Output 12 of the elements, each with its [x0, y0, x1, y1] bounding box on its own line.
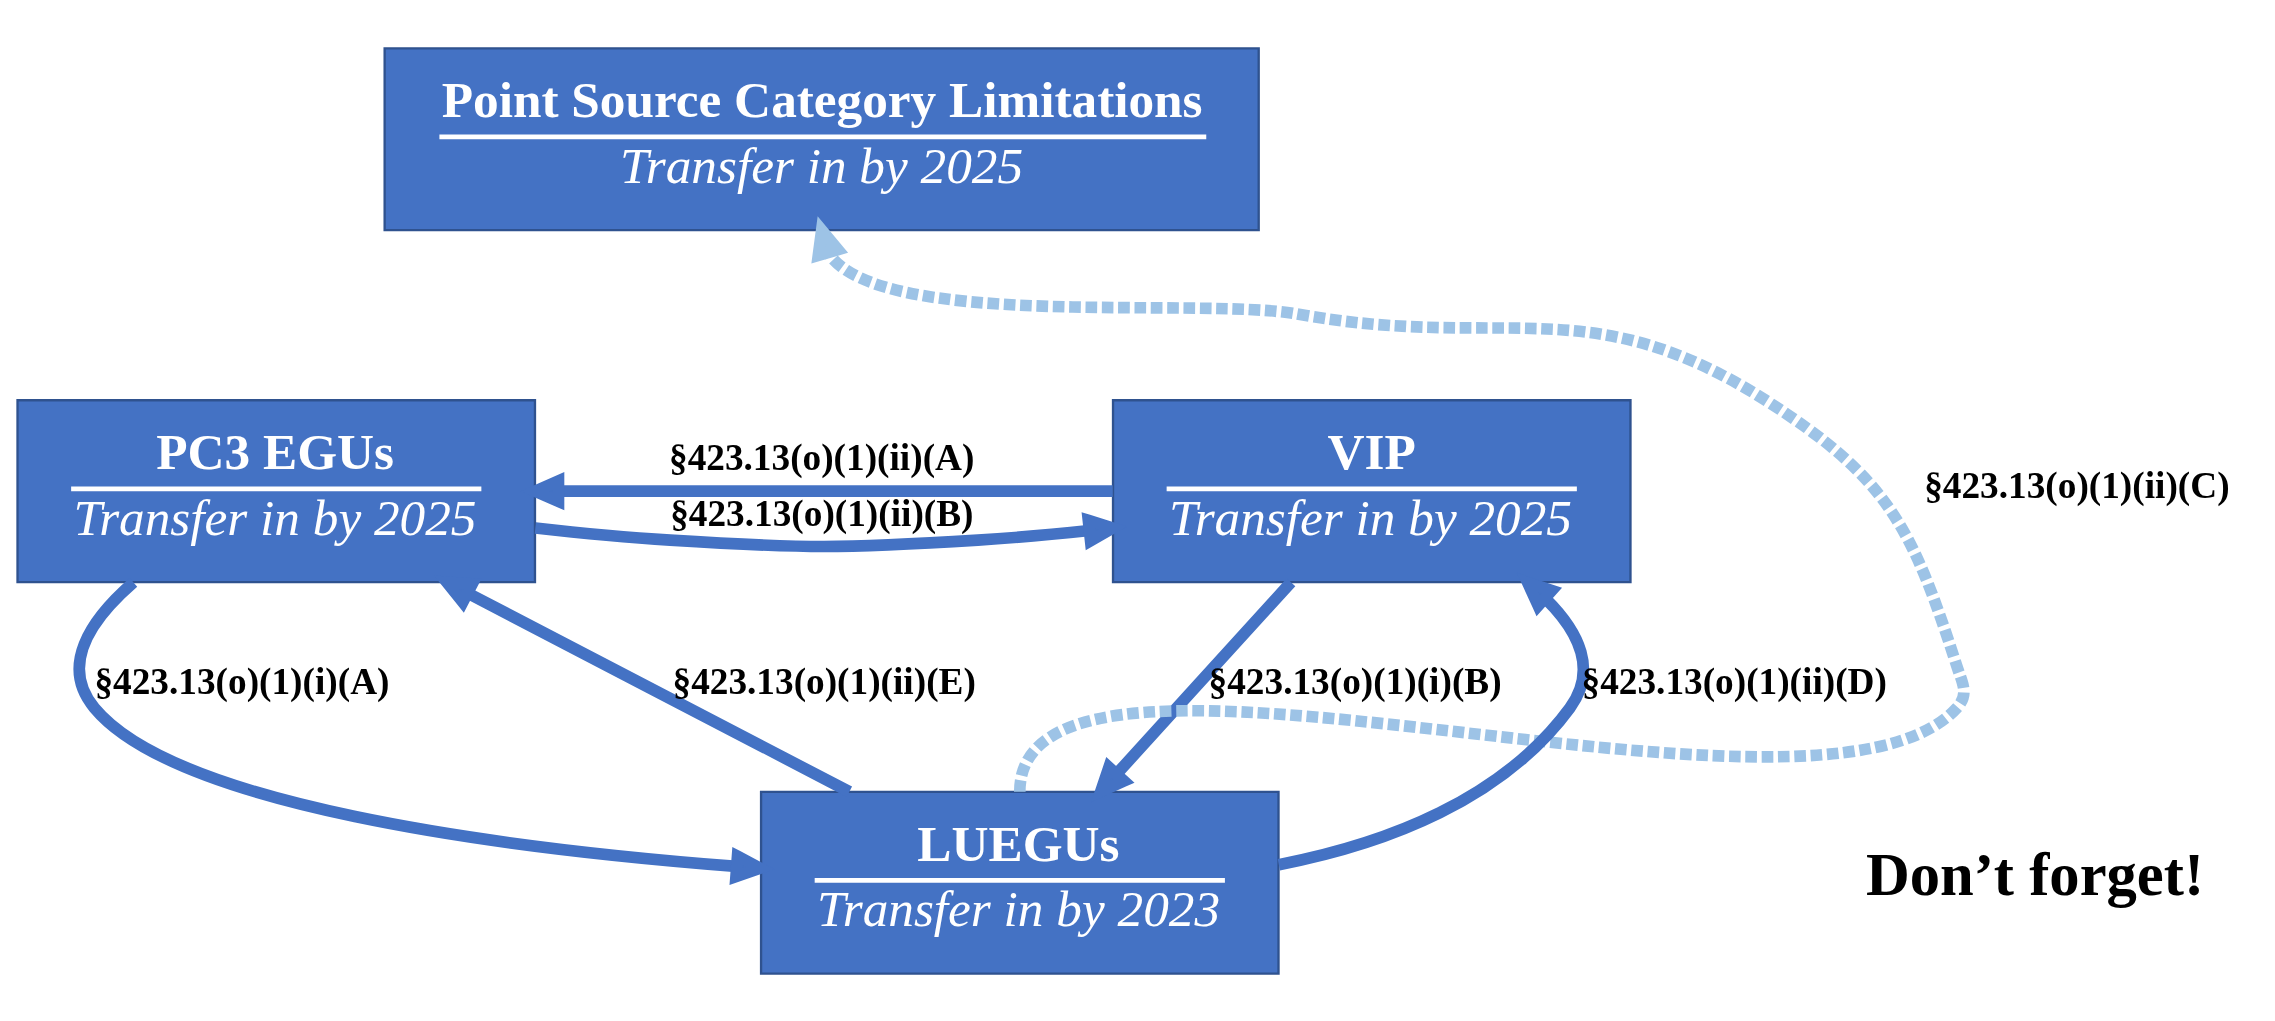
- label: Don’t forget!: [1865, 840, 2205, 908]
- edge-label: §423.13(o)(1)(ii)(E): [672, 660, 976, 702]
- node-box: Point Source Category Limitations Transfer in by 2025: [383, 46, 1260, 231]
- edge-label: §423.13(o)(1)(ii)(B): [670, 492, 974, 534]
- node-box: VIP Transfer in by 2025: [1111, 398, 1632, 583]
- edge-label: §423.13(o)(1)(i)(A): [94, 660, 390, 702]
- edge-label: §423.13(o)(1)(ii)(A): [669, 436, 975, 478]
- edge-label: §423.13(o)(1)(i)(B): [1208, 660, 1502, 702]
- edge-label: §423.13(o)(1)(ii)(C): [1924, 464, 2230, 506]
- node-box: PC3 EGUs Transfer in by 2025: [16, 398, 537, 583]
- arrow: [811, 215, 1970, 794]
- node-box: LUEGUs Transfer in by 2023: [759, 790, 1280, 975]
